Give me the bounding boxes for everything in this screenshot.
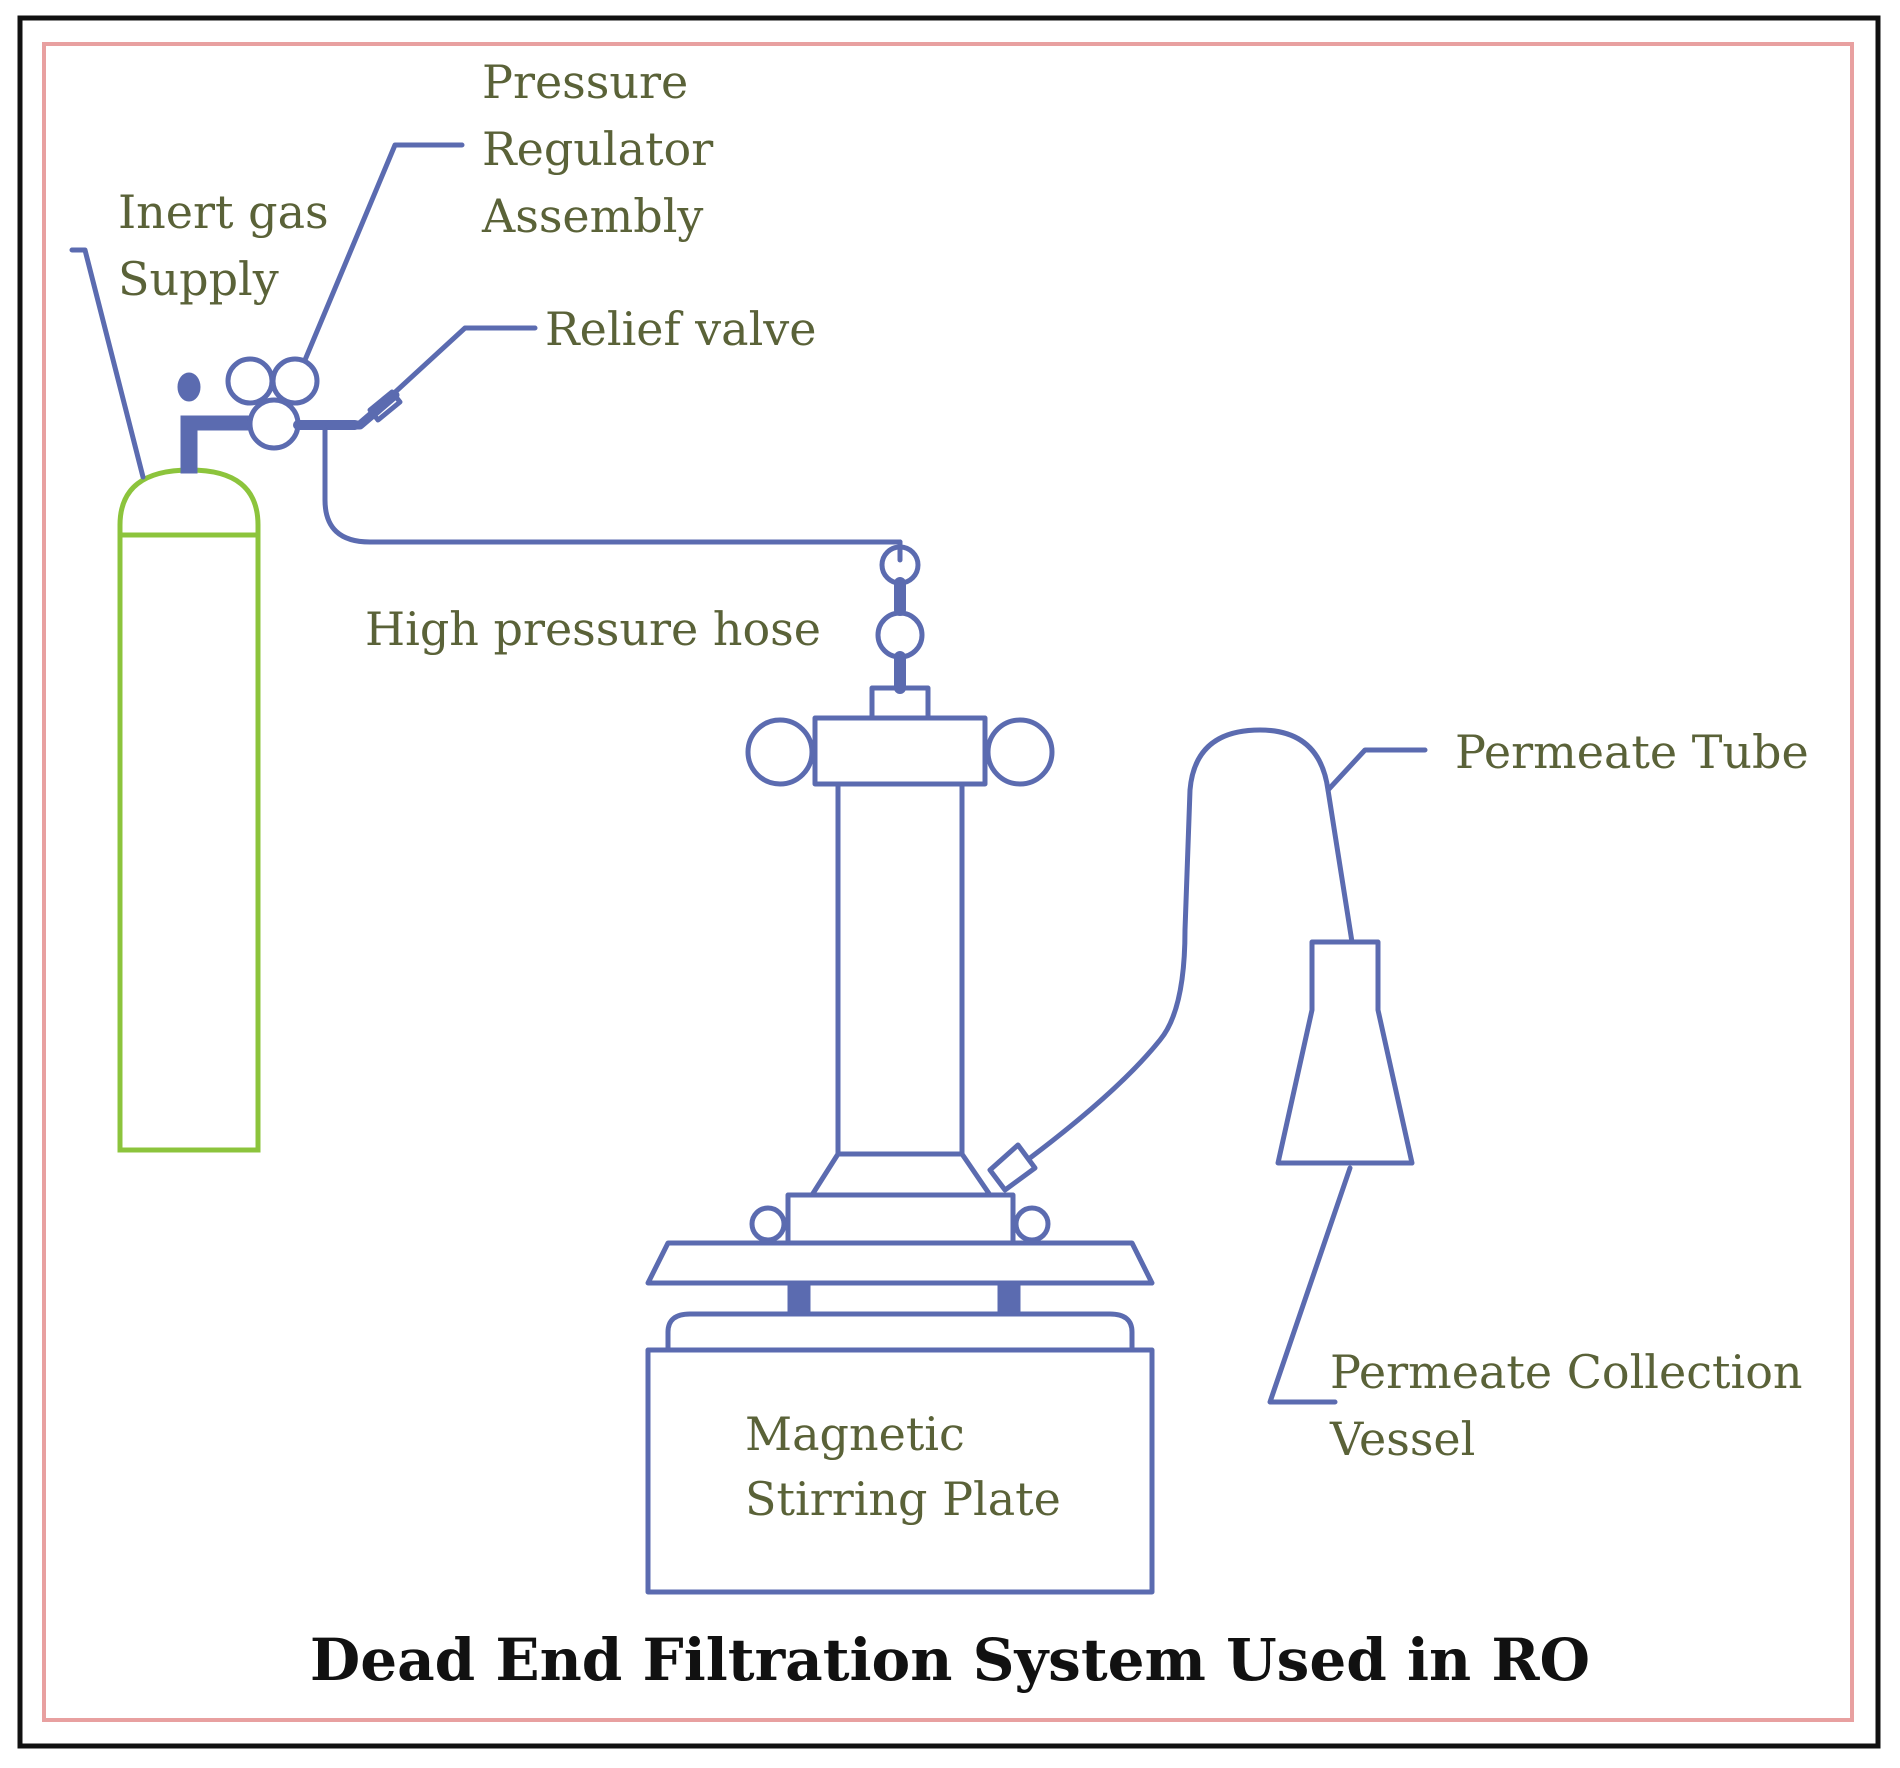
label-high-pressure-hose: High pressure hose: [365, 602, 821, 656]
cylinder-valve-icon: [177, 372, 252, 474]
stirring-plate: [645, 1240, 1155, 1595]
hose-connector-icon: [875, 539, 925, 694]
label-inert-gas-supply: Inert gas Supply: [118, 185, 343, 306]
permeate-collection-vessel: [1275, 939, 1415, 1166]
label-permeate-collection-vessel: Permeate Collection Vessel: [1329, 1345, 1817, 1466]
label-permeate-tube: Permeate Tube: [1455, 725, 1809, 779]
inner-border: [42, 42, 1854, 1722]
diagram-title: Dead End Filtration System Used in RO: [310, 1626, 1590, 1694]
label-stirring-plate: Magnetic Stirring Plate: [745, 1407, 1061, 1526]
label-relief-valve: Relief valve: [545, 302, 817, 356]
permeate-tube: [1027, 727, 1355, 1161]
label-pressure-regulator: Pressure Regulator Assembly: [481, 55, 728, 243]
leader-lines: [69, 142, 1428, 1405]
high-pressure-hose: [322, 427, 903, 545]
